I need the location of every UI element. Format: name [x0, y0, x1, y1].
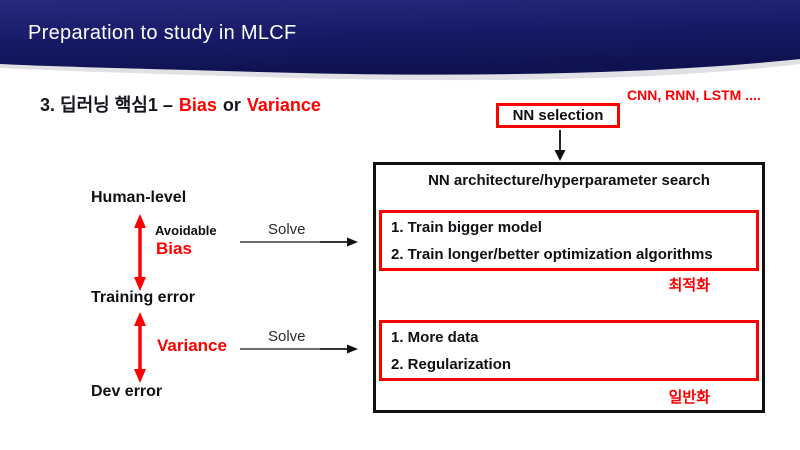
solve-variance-arrow-icon — [240, 344, 358, 354]
bias-range-arrow-icon — [134, 214, 146, 291]
slide-title-prefix: 3. 딥러닝 핵심1 – — [40, 95, 173, 115]
variance-range-arrow-icon — [134, 312, 146, 383]
training-error-label: Training error — [91, 289, 196, 306]
optimization-item: 1. Train bigger model — [391, 218, 542, 236]
optimization-box: 1. Train bigger model 2. Train longer/be… — [379, 210, 759, 271]
nn-search-box: NN architecture/hyperparameter search 1.… — [373, 162, 765, 413]
generalization-item: 2. Regularization — [391, 355, 512, 373]
solve-variance-label: Solve — [268, 328, 306, 345]
generalization-box: 1. More data 2. Regularization — [379, 320, 759, 381]
dev-error-label: Dev error — [91, 383, 163, 400]
generalization-caption: 일반화 — [668, 389, 710, 406]
slide-title-bias: Bias — [178, 95, 217, 115]
nn-selection-box: NN selection — [496, 103, 620, 128]
header-banner — [0, 0, 800, 81]
variance-label: Variance — [157, 336, 227, 355]
nn-search-box-title: NN architecture/hyperparameter search — [428, 172, 710, 189]
slide-title-variance: Variance — [246, 95, 321, 115]
header-swoosh-navy — [0, 0, 800, 75]
nn-types-note: CNN, RNN, LSTM .... — [627, 87, 761, 103]
generalization-item: 1. More data — [391, 328, 479, 346]
header-title: Preparation to study in MLCF — [28, 22, 297, 44]
human-level-label: Human-level — [91, 189, 187, 206]
solve-bias-arrow-icon — [240, 237, 358, 247]
solve-bias-label: Solve — [268, 221, 306, 238]
avoidable-label: Avoidable — [155, 223, 217, 238]
optimization-caption: 최적화 — [668, 277, 710, 294]
nn-selection-down-arrow-icon — [554, 130, 566, 161]
optimization-item: 2. Train longer/better optimization algo… — [391, 245, 713, 263]
nn-selection-label: NN selection — [512, 107, 604, 124]
slide-title-or: or — [222, 95, 241, 115]
bias-label: Bias — [156, 239, 192, 258]
